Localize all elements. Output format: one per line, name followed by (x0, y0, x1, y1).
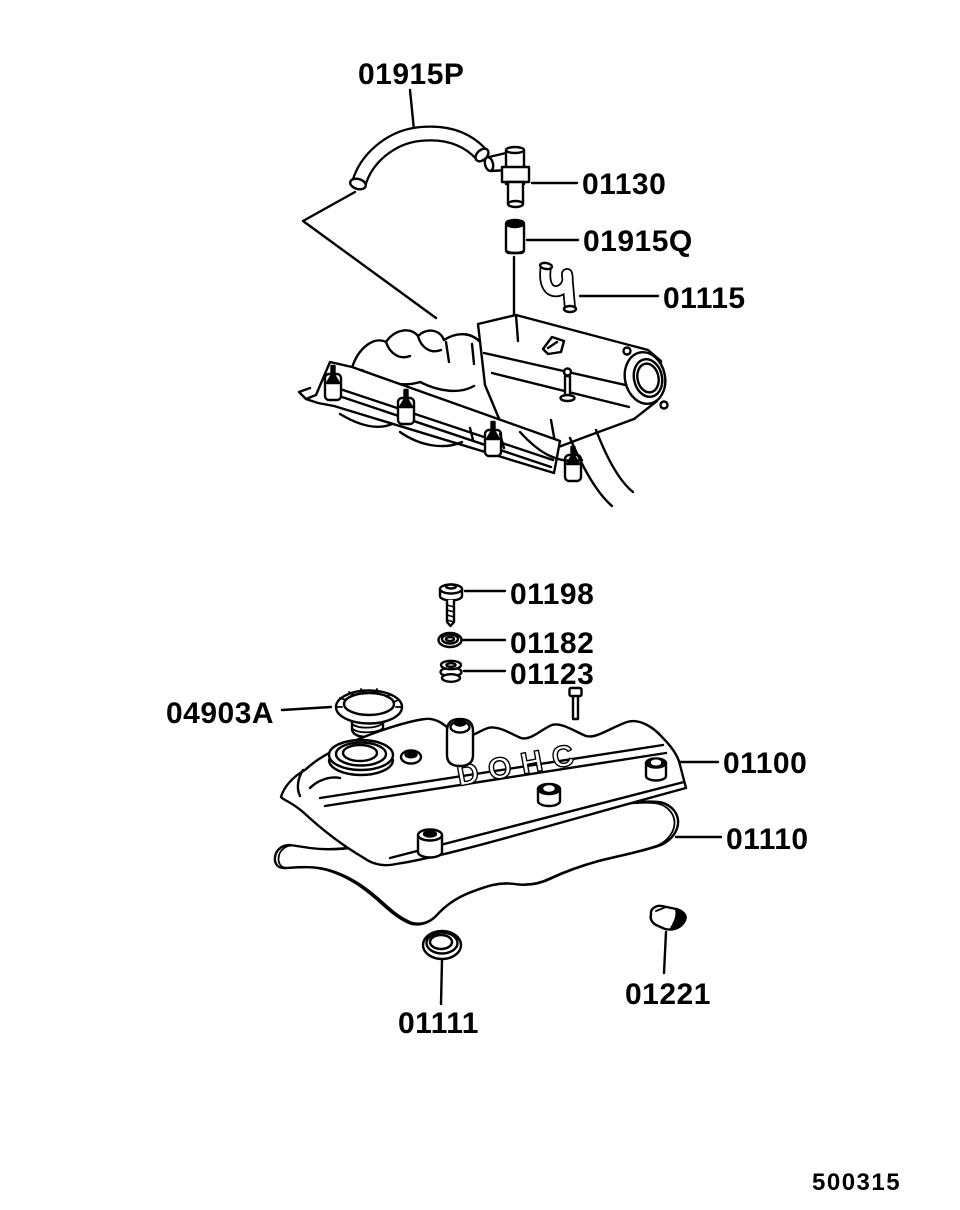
throttle-body-drawing (620, 348, 670, 409)
cover-bolt-tabs-drawing (325, 366, 581, 481)
mount-rubber-drawing (441, 661, 462, 682)
part-label-01182: 01182 (510, 627, 595, 660)
part-label-01100: 01100 (723, 747, 808, 780)
breather-hose-drawing (540, 262, 576, 312)
part-label-01130: 01130 (582, 168, 667, 201)
part-label-01915p: 01915P (358, 58, 465, 91)
part-label-01115: 01115 (663, 282, 746, 315)
leader-line-01915p-v (303, 192, 436, 318)
part-label-04903a: 04903A (166, 697, 275, 730)
leader-line-01221 (664, 932, 666, 973)
ventilation-hose-drawing (349, 133, 491, 191)
leader-line-01915p (410, 90, 414, 130)
part-label-01111: 01111 (398, 1007, 479, 1040)
part-label-01110: 01110 (726, 823, 809, 856)
leader-line-04903a (282, 707, 331, 710)
engine-top-assembly-drawing (299, 315, 670, 506)
semicircular-plug-drawing (651, 906, 686, 930)
pcv-valve-drawing (483, 147, 529, 207)
washer-drawing (439, 633, 462, 647)
rocker-cover-drawing: DOHC (281, 688, 686, 865)
seal-ring-drawing (423, 931, 461, 959)
leader-line-01111 (441, 960, 442, 1004)
hose-connector-drawing (506, 220, 524, 253)
part-label-01123: 01123 (510, 658, 595, 691)
drawing-number: 500315 (812, 1169, 902, 1196)
oil-filler-neck-drawing (329, 740, 393, 775)
part-label-01221: 01221 (625, 978, 711, 1011)
part-label-01915q: 01915Q (583, 225, 693, 258)
part-label-01198: 01198 (510, 578, 595, 611)
flange-bolt-drawing (440, 585, 462, 627)
